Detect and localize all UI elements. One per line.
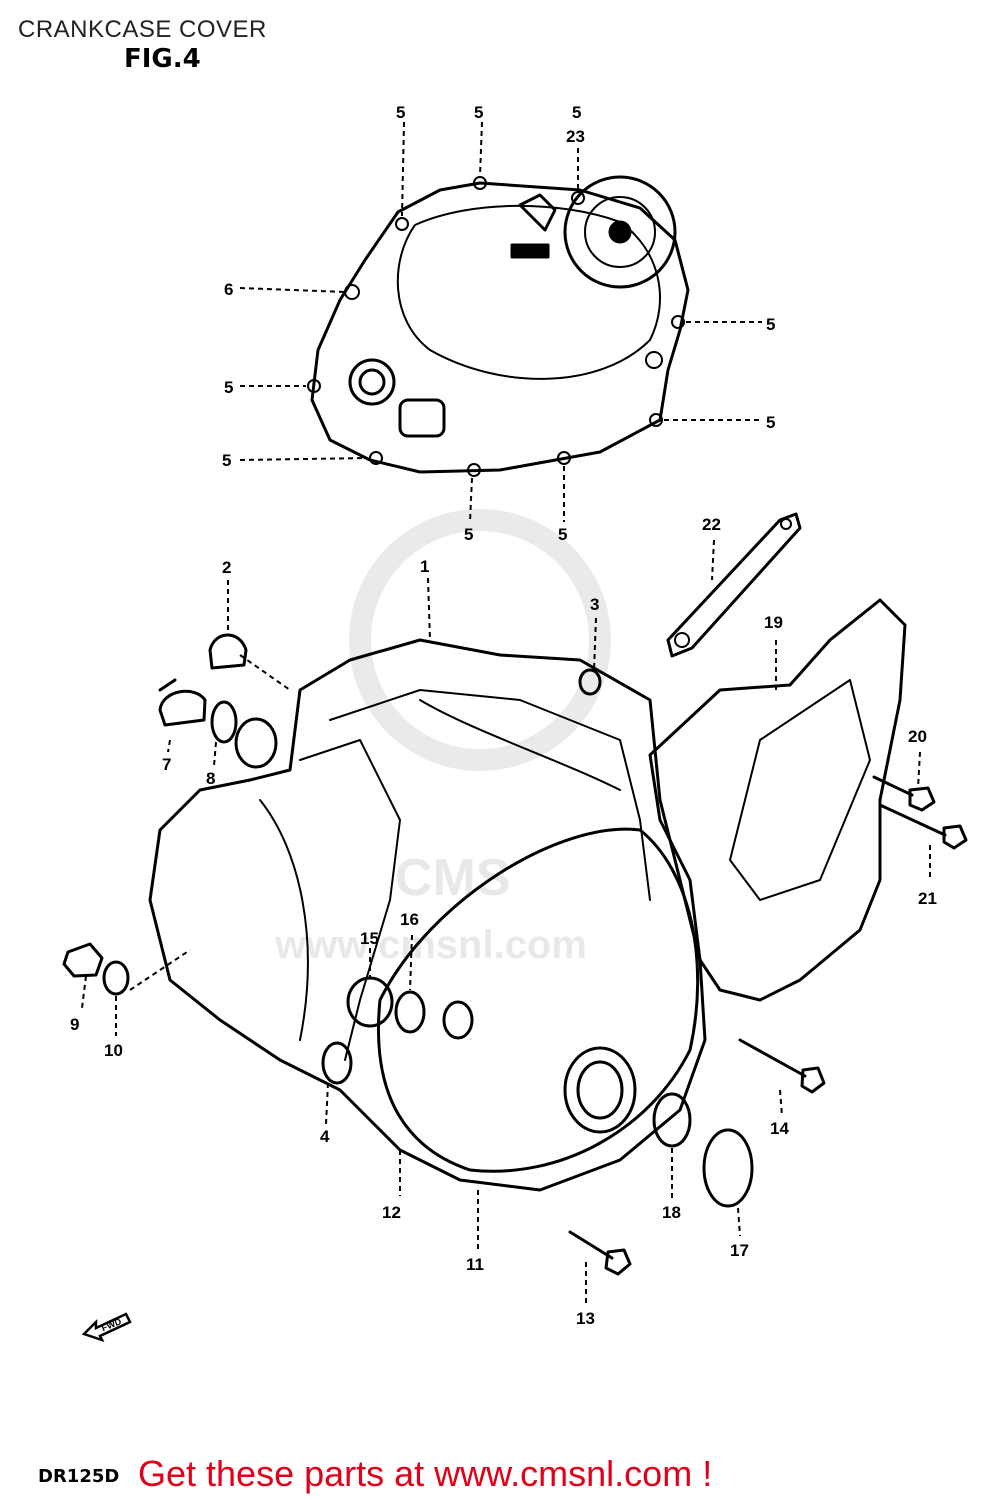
callout-7: 7 <box>162 755 171 774</box>
part-7-plug <box>158 689 207 727</box>
forward-arrow-icon: FWD <box>81 1308 134 1347</box>
callout-5: 5 <box>224 378 233 397</box>
callout-8: 8 <box>206 769 215 788</box>
callout-5: 5 <box>474 103 483 122</box>
callout-2: 2 <box>222 558 231 577</box>
part-9-nut <box>62 942 104 978</box>
part-21-bolt <box>878 803 968 850</box>
clutch-cover-inner <box>396 204 661 380</box>
part-20-bolt <box>872 775 936 812</box>
callout-23: 23 <box>566 127 585 146</box>
callout-14: 14 <box>770 1119 789 1138</box>
inspection-boss <box>348 358 396 406</box>
part-19-sprocket-cover <box>648 598 907 1002</box>
callout-5: 5 <box>766 413 775 432</box>
part-8-oring <box>210 700 238 744</box>
callout-5: 5 <box>464 525 473 544</box>
callout-5: 5 <box>222 451 231 470</box>
callout-9: 9 <box>70 1015 79 1034</box>
callout-10: 10 <box>104 1041 123 1060</box>
callout-21: 21 <box>918 889 937 908</box>
generator-cover <box>377 827 700 1173</box>
callout-17: 17 <box>730 1241 749 1260</box>
callout-3: 3 <box>590 595 599 614</box>
watermark: CMS www.cmsnl.com <box>274 509 611 967</box>
callout-19: 19 <box>764 613 783 632</box>
callout-15: 15 <box>360 929 379 948</box>
part-22-plate <box>666 512 802 658</box>
model-code: DR125D <box>38 1466 120 1487</box>
callout-22: 22 <box>702 515 721 534</box>
callout-6: 6 <box>224 280 233 299</box>
callout-18: 18 <box>662 1203 681 1222</box>
callout-12: 12 <box>382 1203 401 1222</box>
page-title: CRANKCASE COVER <box>18 16 267 43</box>
callouts: 5 5 5 23 6 5 5 5 5 5 5 22 2 1 3 19 20 7 … <box>70 103 937 1328</box>
generator-cover-plug-hole <box>563 1046 637 1134</box>
callout-20: 20 <box>908 727 927 746</box>
crankcase-cover-outline <box>148 638 707 1192</box>
callout-5: 5 <box>558 525 567 544</box>
callout-11: 11 <box>466 1255 484 1274</box>
part-14-bolt <box>738 1038 826 1094</box>
part-2-cap <box>208 633 248 670</box>
callout-1: 1 <box>420 557 429 576</box>
part-18-oring <box>652 1092 692 1148</box>
clutch-cover-outline <box>310 181 690 474</box>
callout-5: 5 <box>572 103 581 122</box>
oil-filler-ring <box>563 175 677 289</box>
figure-label: FIG.4 <box>124 44 201 74</box>
callout-4: 4 <box>320 1127 330 1146</box>
leader-lines <box>81 121 931 1304</box>
callout-13: 13 <box>576 1309 595 1328</box>
part-13-bolt <box>568 1230 632 1276</box>
callout-5: 5 <box>396 103 405 122</box>
cta-link[interactable]: Get these parts at www.cmsnl.com ! <box>138 1453 713 1494</box>
part-3-dowel <box>578 668 602 696</box>
part-17-cap <box>702 1128 754 1208</box>
part-10-washer <box>102 960 130 996</box>
callout-16: 16 <box>400 910 419 929</box>
callout-5: 5 <box>766 315 775 334</box>
